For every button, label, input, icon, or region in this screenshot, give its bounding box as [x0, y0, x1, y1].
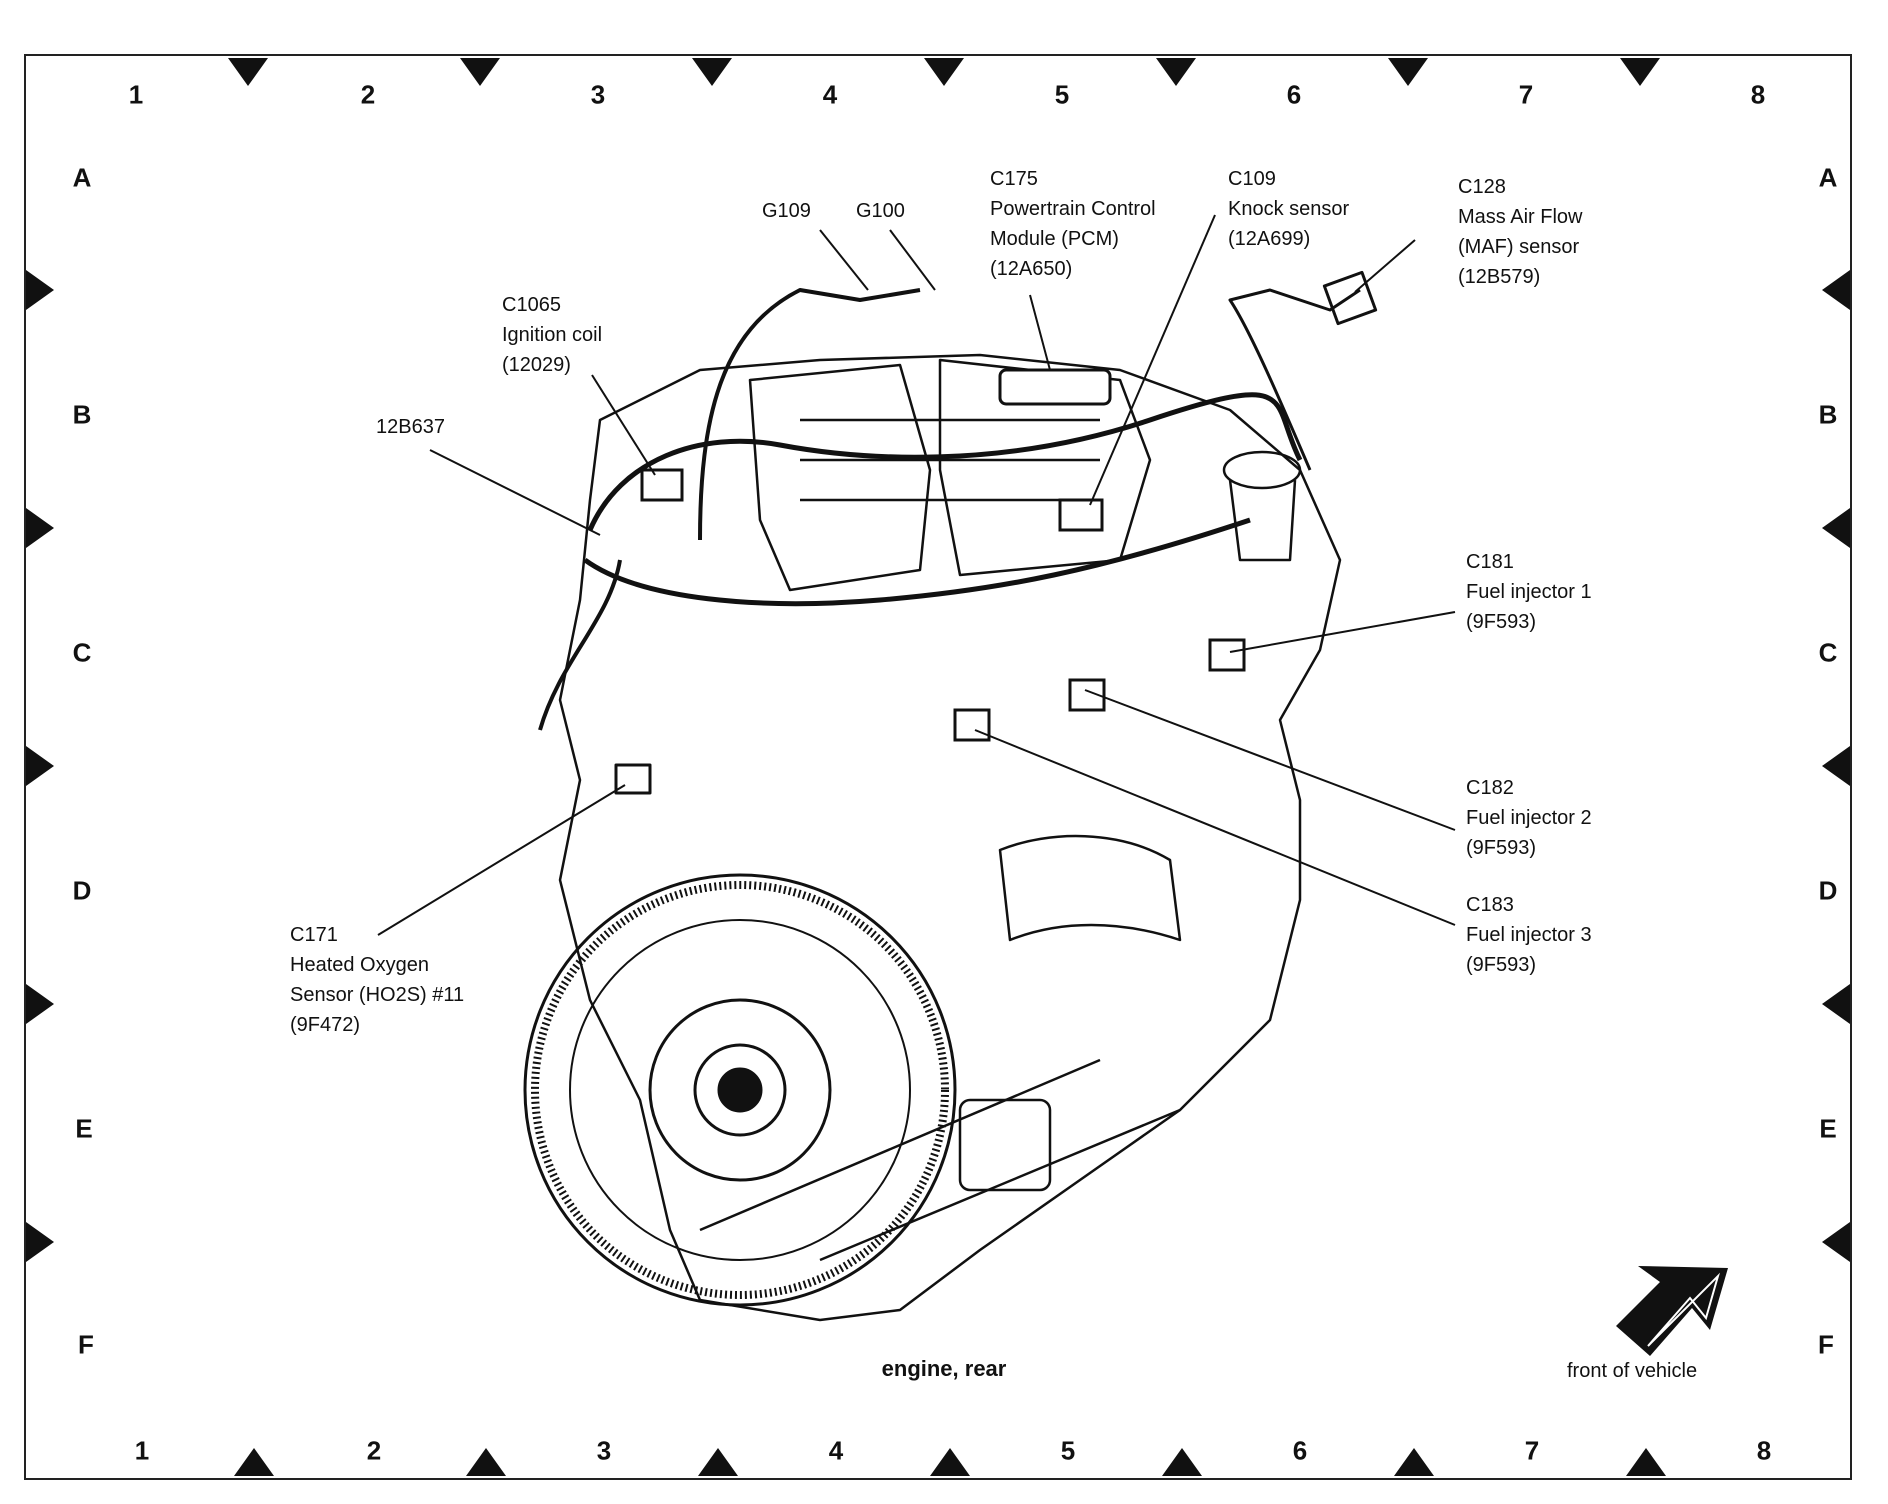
grid-col-label: 2	[366, 1435, 382, 1466]
left-marker	[26, 270, 54, 310]
left-marker	[26, 1222, 54, 1262]
leader-12b637	[429, 449, 601, 536]
grid-col-label: 1	[128, 79, 144, 110]
grid-row-label: F	[78, 1329, 94, 1360]
leader-c182	[1084, 689, 1456, 831]
right-marker	[1822, 746, 1850, 786]
front-of-vehicle-label: front of vehicle	[1567, 1360, 1698, 1382]
bottom-marker	[234, 1448, 274, 1476]
grid-row-label: E	[1819, 1113, 1837, 1144]
grid-col-label: 3	[596, 1435, 612, 1466]
leader-g100	[889, 229, 936, 291]
bottom-marker	[698, 1448, 738, 1476]
bottom-marker	[930, 1448, 970, 1476]
grid-row-label: D	[1818, 875, 1838, 906]
grid-row-label: E	[75, 1113, 93, 1144]
callout-c183-fuel-injector-3: C183 Fuel injector 3 (9F593)	[1466, 894, 1592, 976]
left-marker	[26, 984, 54, 1024]
grid-row-label: C	[1818, 637, 1838, 668]
callout-g100: G100	[856, 200, 905, 222]
leader-c175	[1029, 294, 1051, 371]
grid-row-label: A	[72, 162, 92, 193]
grid-row-label: D	[72, 875, 92, 906]
grid-row-label: F	[1818, 1329, 1834, 1360]
right-marker	[1822, 1222, 1850, 1262]
bottom-marker	[1162, 1448, 1202, 1476]
leader-c171	[377, 784, 626, 936]
leader-c128	[1354, 239, 1416, 293]
leader-c183	[974, 729, 1456, 926]
callout-c182-fuel-injector-2: C182 Fuel injector 2 (9F593)	[1466, 777, 1592, 859]
grid-row-label: C	[72, 637, 92, 668]
top-marker	[1620, 58, 1660, 86]
bottom-marker	[1626, 1448, 1666, 1476]
grid-col-label: 6	[1286, 79, 1302, 110]
grid-col-label: 7	[1524, 1435, 1540, 1466]
callout-c128-maf-sensor: C128 Mass Air Flow (MAF) sensor (12B579)	[1458, 176, 1583, 288]
top-marker	[1388, 58, 1428, 86]
callout-c109-knock-sensor: C109 Knock sensor (12A699)	[1228, 168, 1350, 250]
front-of-vehicle-arrow-icon	[1616, 1266, 1728, 1356]
callout-c171-ho2s: C171 Heated Oxygen Sensor (HO2S) #11 (9F…	[290, 924, 465, 1036]
grid-col-label: 2	[360, 79, 376, 110]
grid-col-label: 5	[1060, 1435, 1076, 1466]
grid-row-label: A	[1818, 162, 1838, 193]
callout-12b637-harness: 12B637	[376, 416, 445, 438]
leader-c181	[1229, 611, 1456, 653]
callout-c175-pcm: C175 Powertrain Control Module (PCM) (12…	[990, 168, 1156, 280]
grid-col-label: 5	[1054, 79, 1070, 110]
callout-c181-fuel-injector-1: C181 Fuel injector 1 (9F593)	[1466, 551, 1592, 633]
top-marker	[924, 58, 964, 86]
grid-col-label: 6	[1292, 1435, 1308, 1466]
callout-c1065-ignition-coil: C1065 Ignition coil (12029)	[502, 294, 603, 376]
leader-c1065	[591, 374, 656, 476]
diagram-caption: engine, rear	[881, 1356, 1007, 1381]
grid-col-label: 4	[822, 79, 838, 110]
leader-c109	[1089, 214, 1216, 506]
bottom-marker	[1394, 1448, 1434, 1476]
right-marker	[1822, 270, 1850, 310]
top-marker	[692, 58, 732, 86]
callout-g109: G109	[762, 200, 811, 222]
leader-g109	[819, 229, 869, 291]
grid-col-label: 8	[1756, 1435, 1772, 1466]
top-marker	[228, 58, 268, 86]
grid-col-label: 8	[1750, 79, 1766, 110]
bottom-marker	[466, 1448, 506, 1476]
diagram-frame	[24, 54, 1852, 1480]
grid-col-label: 1	[134, 1435, 150, 1466]
left-marker	[26, 508, 54, 548]
top-marker	[460, 58, 500, 86]
grid-col-label: 7	[1518, 79, 1534, 110]
right-marker	[1822, 984, 1850, 1024]
right-marker	[1822, 508, 1850, 548]
grid-row-label: B	[72, 399, 92, 430]
grid-col-label: 3	[590, 79, 606, 110]
grid-row-label: B	[1818, 399, 1838, 430]
top-marker	[1156, 58, 1196, 86]
grid-col-label: 4	[828, 1435, 844, 1466]
left-marker	[26, 746, 54, 786]
